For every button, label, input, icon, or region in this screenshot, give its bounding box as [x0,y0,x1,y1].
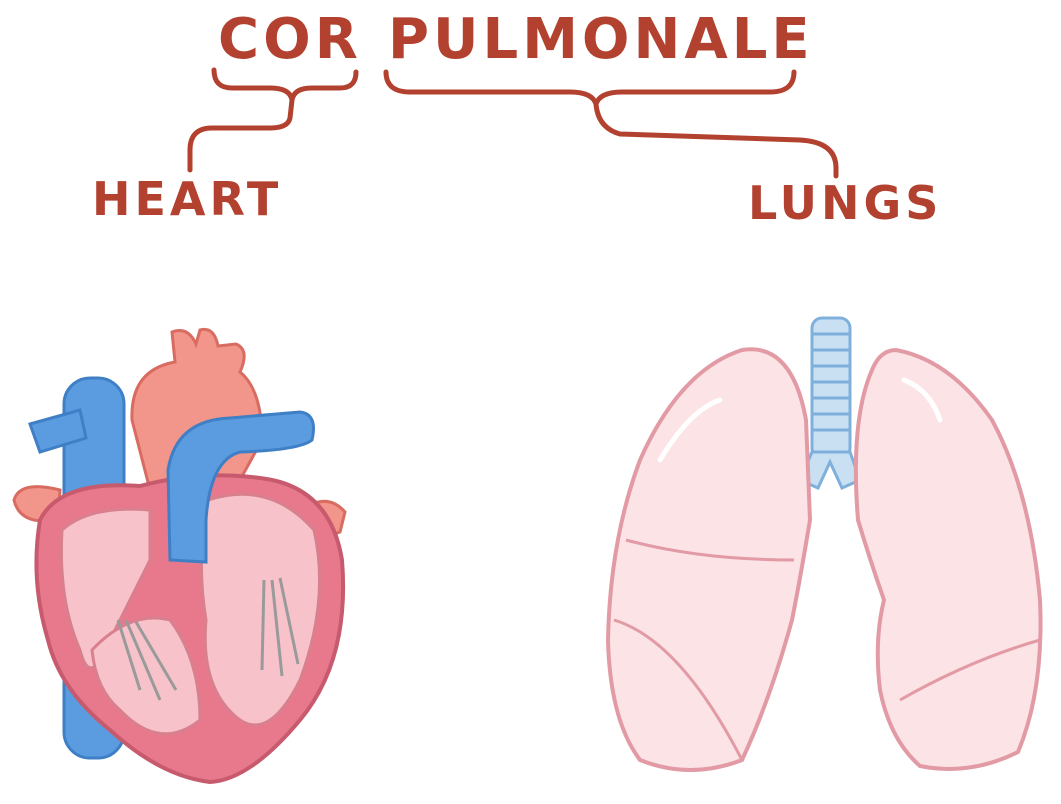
lung-right [856,350,1041,769]
